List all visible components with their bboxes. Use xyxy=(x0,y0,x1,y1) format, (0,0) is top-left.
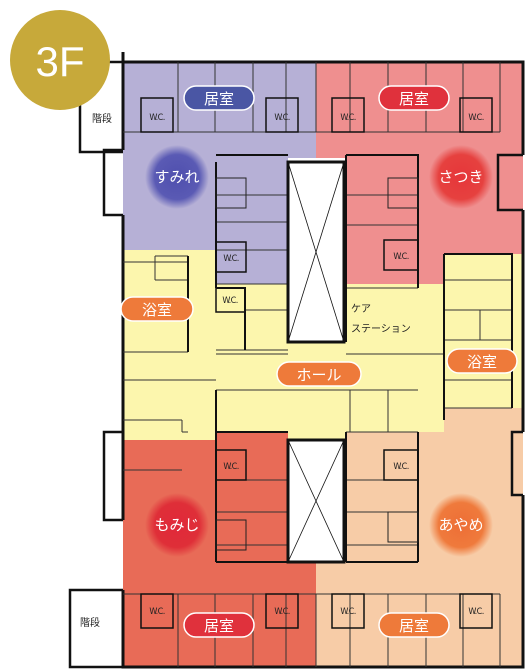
wc-label: W.C. xyxy=(149,607,164,617)
area-label-ayame: あやめ xyxy=(438,516,483,534)
elevator-top xyxy=(286,160,346,344)
stairs-label-bottom: 階段 xyxy=(80,616,100,629)
wc-labels: W.C. W.C. W.C. W.C. W.C. W.C. W.C. W.C. … xyxy=(149,113,484,617)
floor-label: 3F xyxy=(35,38,84,85)
wc-box xyxy=(265,593,299,629)
wc-box xyxy=(331,97,365,133)
wc-box xyxy=(140,593,174,629)
wc-label: W.C. xyxy=(274,607,289,617)
area-label-momiji: もみじ xyxy=(154,516,199,534)
wc-box xyxy=(459,97,493,133)
momiji-zone xyxy=(123,432,288,562)
wc-label: W.C. xyxy=(468,113,483,123)
wc-label: W.C. xyxy=(340,113,355,123)
lower-service-core xyxy=(216,390,416,432)
room-pill-bottom-right: 居室 xyxy=(378,612,450,638)
wc-box xyxy=(459,593,493,629)
outer-walls xyxy=(121,52,525,669)
room-pill-top-left-label: 居室 xyxy=(204,90,234,108)
satsuki-zone-lower2 xyxy=(346,254,444,288)
left-bath-block xyxy=(123,250,216,440)
wc-box xyxy=(383,239,419,271)
bath-pill-right: 浴室 xyxy=(446,348,518,374)
room-pill-top-right: 居室 xyxy=(378,85,450,111)
wc-box xyxy=(140,97,174,133)
wc-label: W.C. xyxy=(340,607,355,617)
stairs-label-top: 階段 xyxy=(92,112,112,125)
wc-box xyxy=(215,287,246,313)
wc-label: W.C. xyxy=(222,296,237,306)
area-circle-momiji: もみじ xyxy=(145,493,209,557)
wc-label: W.C. xyxy=(274,113,289,123)
wc-box xyxy=(331,593,365,629)
room-pill-bottom-left-label: 居室 xyxy=(204,617,234,635)
area-label-satsuki: さつき xyxy=(438,168,483,186)
elevator-bottom xyxy=(286,438,346,564)
hall-pill: ホール xyxy=(276,361,362,387)
ayame-zone-right xyxy=(444,408,523,432)
room-pill-top-right-label: 居室 xyxy=(399,90,429,108)
bath-pill-left: 浴室 xyxy=(120,296,194,322)
area-circle-satsuki: さつき xyxy=(429,145,493,209)
area-circle-sumire: すみれ xyxy=(145,145,209,209)
wc-label: W.C. xyxy=(149,113,164,123)
wc-box xyxy=(215,241,247,273)
room-pill-top-left: 居室 xyxy=(183,85,255,111)
wc-label: W.C. xyxy=(468,607,483,617)
area-circle-ayame: あやめ xyxy=(429,493,493,557)
wc-label: W.C. xyxy=(393,252,408,262)
wc-box xyxy=(215,449,247,481)
wc-label: W.C. xyxy=(223,462,238,472)
room-pill-bottom-left: 居室 xyxy=(183,612,255,638)
wc-boxes xyxy=(140,97,493,629)
wc-box xyxy=(383,449,419,481)
room-pill-bottom-right-label: 居室 xyxy=(399,617,429,635)
bath-pill-left-label: 浴室 xyxy=(142,301,172,319)
hall-pill-label: ホール xyxy=(296,366,341,384)
area-label-sumire: すみれ xyxy=(154,168,199,186)
fixtures xyxy=(215,177,419,551)
wc-label: W.C. xyxy=(223,254,238,264)
wc-label: W.C. xyxy=(393,462,408,472)
wc-box xyxy=(265,97,299,133)
bath-pill-right-label: 浴室 xyxy=(467,353,497,371)
floor-badge: 3F xyxy=(10,10,110,110)
care-station-label-1: ケア xyxy=(351,303,371,315)
care-station-label-2: ステーション xyxy=(351,324,411,335)
